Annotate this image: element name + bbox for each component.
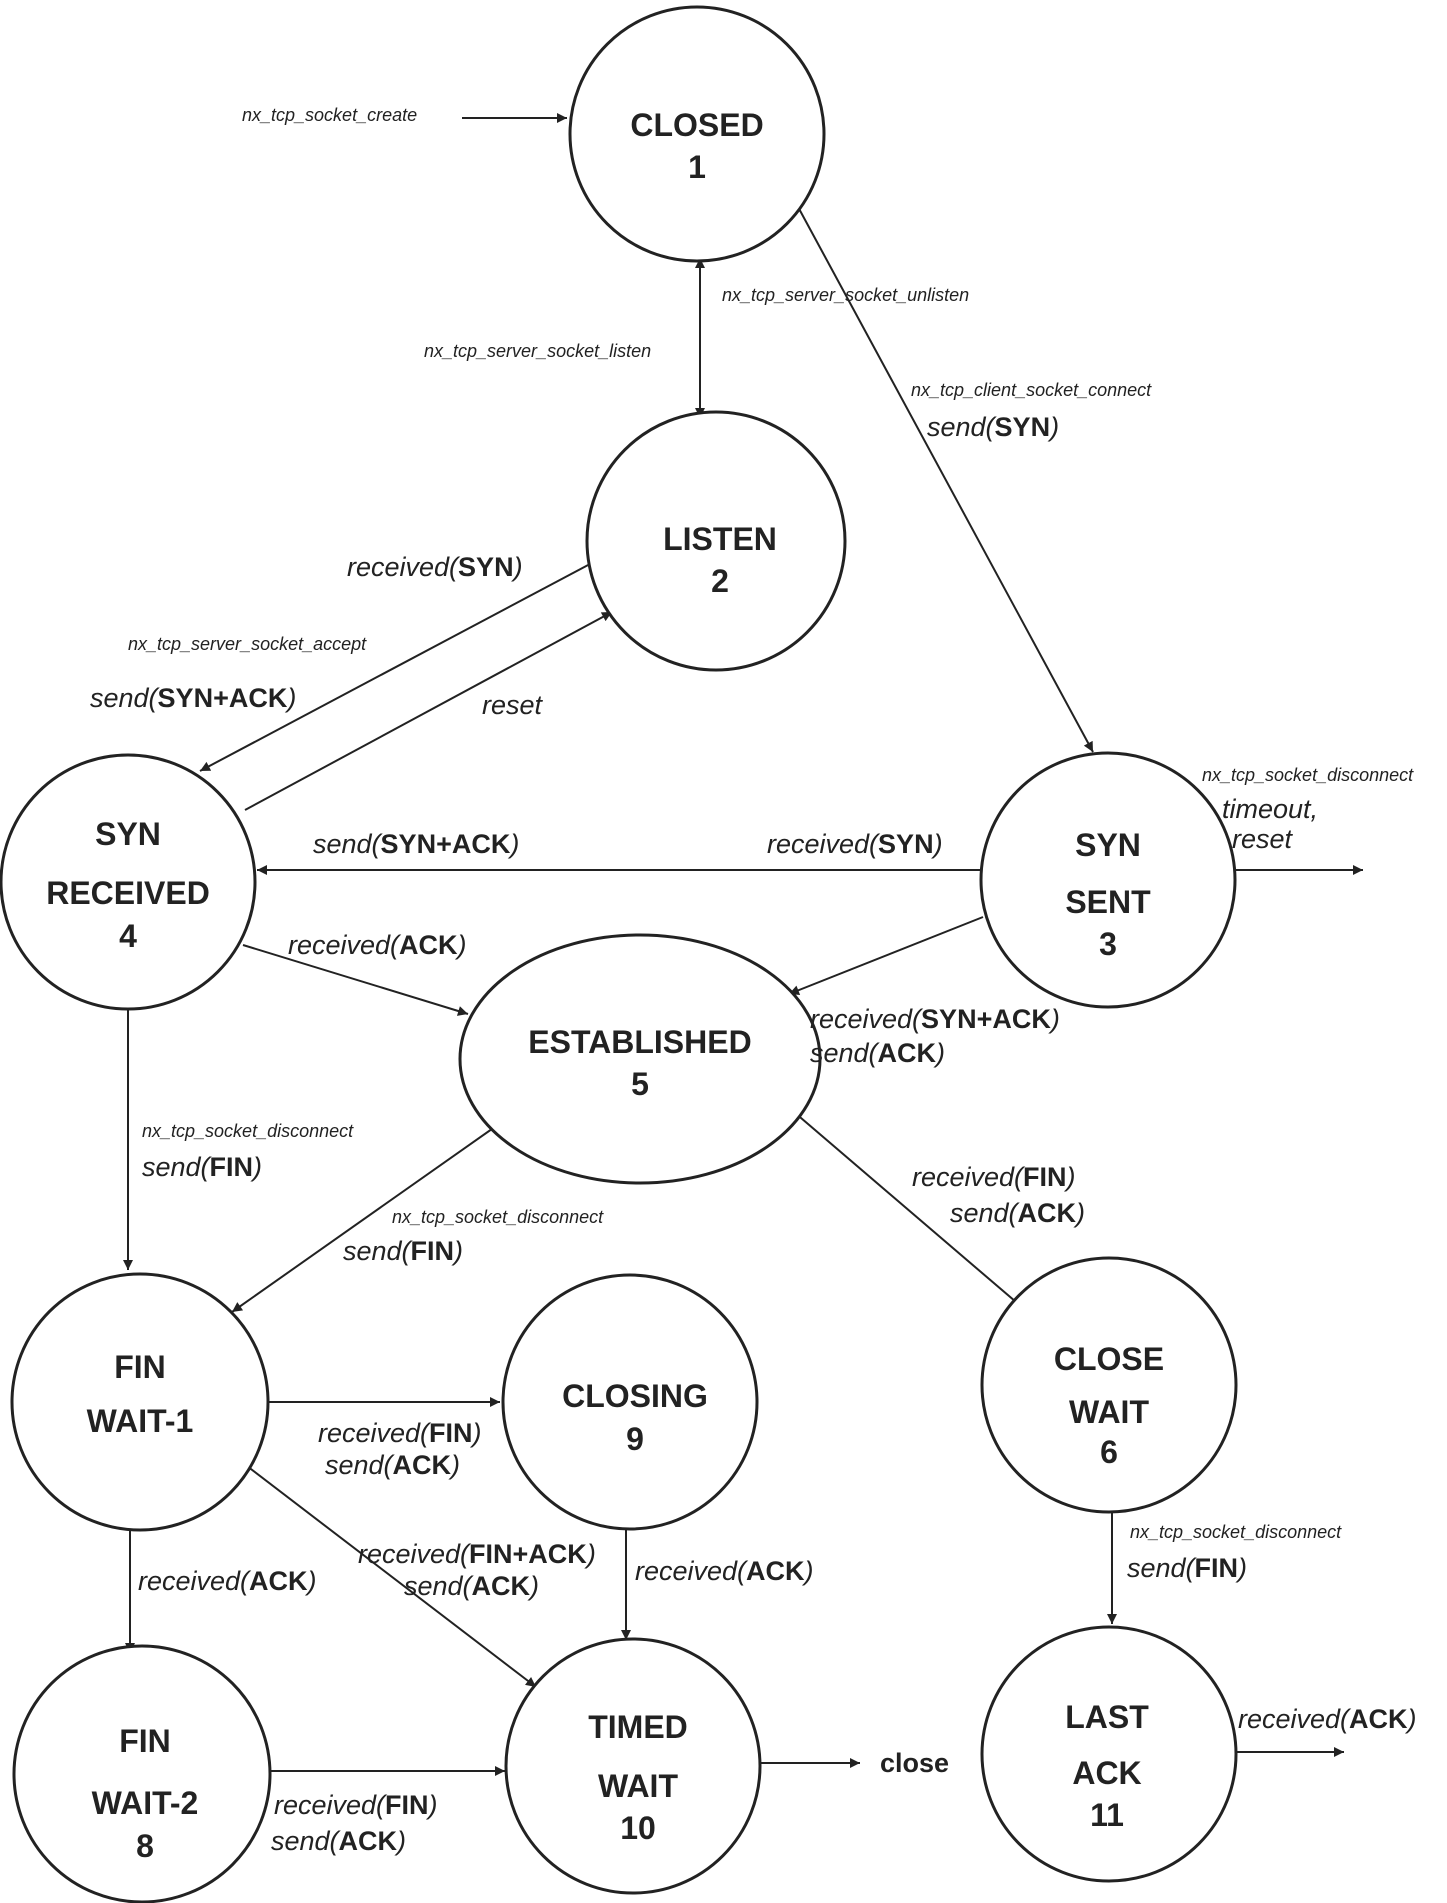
label-received-fin-finwait2: received(FIN) xyxy=(274,1790,438,1820)
label-socket-create: nx_tcp_socket_create xyxy=(242,105,417,125)
state-closed-name: CLOSED xyxy=(630,107,763,143)
label-send-ack-finack: send(ACK) xyxy=(404,1571,539,1601)
label-received-fin-established: received(FIN) xyxy=(912,1162,1076,1192)
state-closing: CLOSING 9 xyxy=(501,1273,759,1531)
state-established-num: 5 xyxy=(631,1066,649,1102)
state-timed-wait-num: 10 xyxy=(620,1810,656,1846)
state-syn-received-line2: RECEIVED xyxy=(46,875,210,911)
label-send-ack-established: send(ACK) xyxy=(950,1198,1085,1228)
state-close-wait-num: 6 xyxy=(1100,1434,1118,1470)
state-closing-num: 9 xyxy=(626,1421,644,1457)
state-last-ack-num: 11 xyxy=(1090,1797,1124,1833)
edge-established-finwait1 xyxy=(231,1123,500,1313)
label-server-accept: nx_tcp_server_socket_accept xyxy=(128,634,367,654)
label-received-syn-listen: received(SYN) xyxy=(347,552,523,582)
state-syn-received-line1: SYN xyxy=(95,816,161,852)
state-listen-num: 2 xyxy=(711,563,729,599)
state-established: ESTABLISHED 5 xyxy=(458,933,822,1185)
state-last-ack-line1: LAST xyxy=(1065,1699,1149,1735)
label-send-ack-synsent: send(ACK) xyxy=(810,1038,945,1068)
state-fin-wait-2: FIN WAIT-2 8 xyxy=(12,1644,272,1903)
label-close: close xyxy=(880,1748,949,1778)
edges xyxy=(123,113,1363,1776)
label-send-synack-synrecv: send(SYN+ACK) xyxy=(313,829,519,859)
state-close-wait: CLOSE WAIT 6 xyxy=(980,1256,1238,1514)
state-fin-wait-1-line2: WAIT-1 xyxy=(87,1403,194,1439)
edge-closed-synsent xyxy=(796,204,1094,753)
label-client-connect: nx_tcp_client_socket_connect xyxy=(911,380,1152,400)
state-timed-wait-line1: TIMED xyxy=(588,1709,688,1745)
label-reset: reset xyxy=(482,690,544,720)
edge-synreceived-established xyxy=(242,944,469,1016)
state-timed-wait: TIMED WAIT 10 xyxy=(504,1637,762,1895)
state-fin-wait-1-line1: FIN xyxy=(114,1349,166,1385)
state-closing-name: CLOSING xyxy=(562,1378,708,1414)
label-send-fin-synrecv: send(FIN) xyxy=(142,1152,262,1182)
label-send-ack-finwait1: send(ACK) xyxy=(325,1450,460,1480)
api-call-labels: nx_tcp_socket_create nx_tcp_server_socke… xyxy=(128,105,1414,1542)
label-received-syn-synsent: received(SYN) xyxy=(767,829,943,859)
label-reset-timeout: reset xyxy=(1232,824,1294,854)
label-received-ack-lastack: received(ACK) xyxy=(1238,1704,1417,1734)
state-established-name: ESTABLISHED xyxy=(528,1024,751,1060)
label-send-fin-closewait: send(FIN) xyxy=(1127,1553,1247,1583)
state-syn-sent-num: 3 xyxy=(1099,926,1117,962)
state-last-ack-line2: ACK xyxy=(1072,1755,1141,1791)
state-last-ack: LAST ACK 11 xyxy=(980,1625,1238,1883)
state-timed-wait-line2: WAIT xyxy=(598,1768,678,1804)
state-closed-num: 1 xyxy=(688,149,706,185)
state-close-wait-line2: WAIT xyxy=(1069,1394,1149,1430)
state-syn-sent-line2: SENT xyxy=(1065,884,1151,920)
label-received-synack-synsent: received(SYN+ACK) xyxy=(810,1004,1060,1034)
label-disconnect-synsent: nx_tcp_socket_disconnect xyxy=(1202,765,1414,785)
state-syn-received-num: 4 xyxy=(119,918,137,954)
edge-synsent-established xyxy=(788,916,984,995)
state-fin-wait-2-line2: WAIT-2 xyxy=(92,1785,199,1821)
state-syn-sent-line1: SYN xyxy=(1075,827,1141,863)
edge-finwait1-timedwait xyxy=(242,1462,537,1688)
state-listen: LISTEN 2 xyxy=(585,410,847,672)
label-send-fin-established: send(FIN) xyxy=(343,1236,463,1266)
label-disconnect-synrecv: nx_tcp_socket_disconnect xyxy=(142,1121,354,1141)
label-timeout: timeout, xyxy=(1222,794,1318,824)
state-close-wait-line1: CLOSE xyxy=(1054,1341,1164,1377)
edge-established-closewait xyxy=(786,1105,1024,1309)
label-disconnect-established: nx_tcp_socket_disconnect xyxy=(392,1207,604,1227)
label-received-ack-synrecv: received(ACK) xyxy=(288,930,467,960)
state-syn-received: SYN RECEIVED 4 xyxy=(0,753,257,1011)
state-fin-wait-2-num: 8 xyxy=(136,1828,154,1864)
edge-synreceived-listen-reset xyxy=(244,611,613,811)
label-received-finack-finwait1: received(FIN+ACK) xyxy=(358,1539,596,1569)
label-received-fin-finwait1: received(FIN) xyxy=(318,1418,482,1448)
label-disconnect-closewait: nx_tcp_socket_disconnect xyxy=(1130,1522,1342,1542)
state-fin-wait-2-line1: FIN xyxy=(119,1723,171,1759)
state-closed: CLOSED 1 xyxy=(568,5,826,263)
label-received-ack-closing: received(ACK) xyxy=(635,1556,814,1586)
transition-labels: send(SYN) received(SYN) send(SYN+ACK) re… xyxy=(90,412,1417,1856)
label-send-synack-accept: send(SYN+ACK) xyxy=(90,683,296,713)
state-fin-wait-1: FIN WAIT-1 xyxy=(10,1272,270,1532)
label-server-unlisten: nx_tcp_server_socket_unlisten xyxy=(722,285,969,305)
label-send-syn-connect: send(SYN) xyxy=(927,412,1059,442)
label-send-ack-finwait2: send(ACK) xyxy=(271,1826,406,1856)
state-syn-sent: SYN SENT 3 xyxy=(979,751,1237,1009)
label-received-ack-finwait1: received(ACK) xyxy=(138,1566,317,1596)
edge-listen-synreceived xyxy=(199,563,591,772)
label-server-listen: nx_tcp_server_socket_listen xyxy=(424,341,651,361)
state-listen-name: LISTEN xyxy=(663,521,777,557)
